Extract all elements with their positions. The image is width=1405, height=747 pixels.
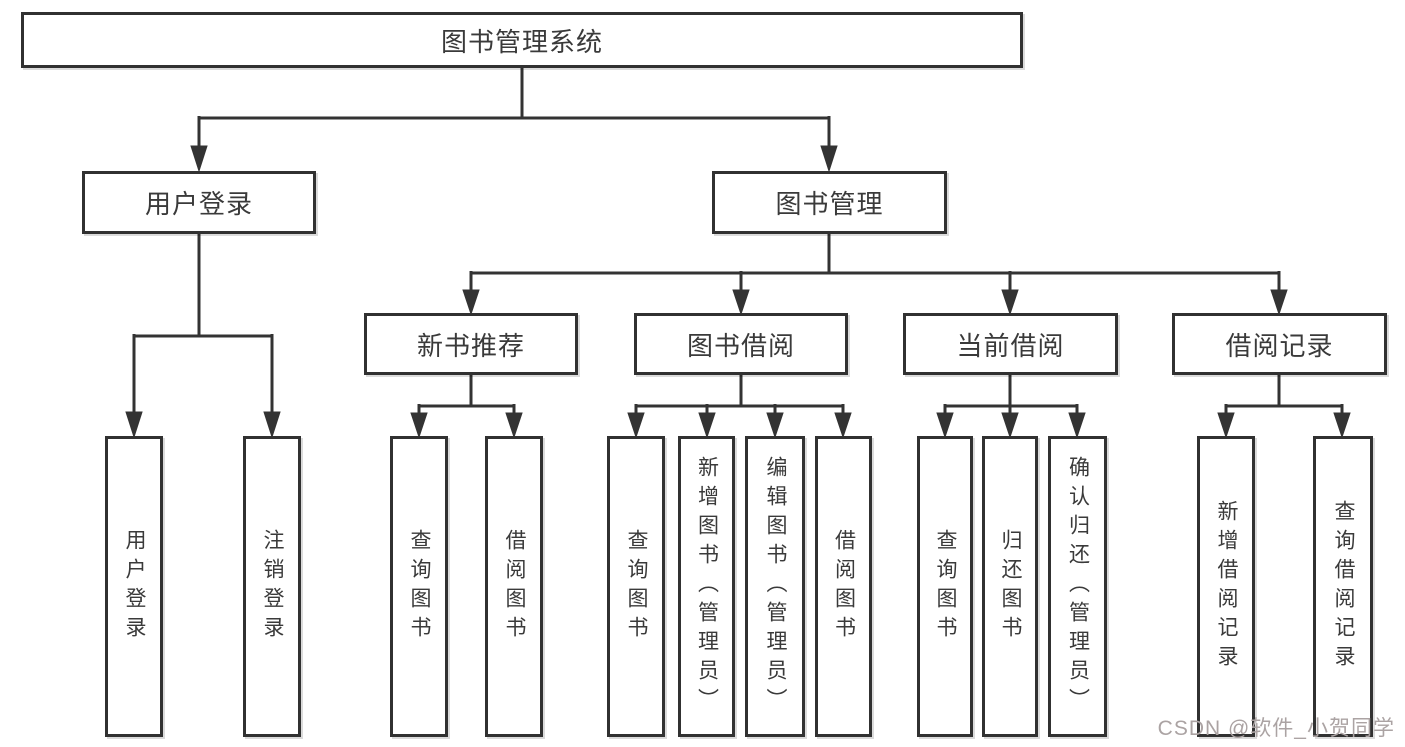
leaf-add-borrow-record: 新增借阅记录 [1197, 436, 1255, 737]
connector-user-login-split [125, 234, 281, 439]
node-book-management: 图书管理 [712, 171, 947, 234]
arrow-down-icon [820, 145, 838, 173]
node-book-management-label: 图书管理 [775, 189, 884, 219]
leaf-logout: 注销登录 [243, 436, 301, 737]
leaf-return-book: 归还图书 [982, 436, 1038, 737]
leaf-query-book-borrow: 查询图书 [607, 436, 665, 737]
arrow-down-icon [627, 412, 645, 439]
leaf-add-book-admin: 新增图书（管理员） [678, 436, 735, 737]
node-book-borrow-label: 图书借阅 [686, 330, 795, 361]
node-new-book-recommend-label: 新书推荐 [416, 330, 525, 361]
arrow-down-icon [732, 289, 750, 316]
leaf-confirm-return-admin: 确认归还（管理员） [1048, 436, 1107, 737]
arrow-down-icon [263, 411, 281, 439]
leaf-query-borrow-record-label: 查询借阅记录 [1332, 499, 1356, 674]
leaf-logout-label: 注销登录 [261, 528, 285, 645]
leaf-query-book-current: 查询图书 [917, 436, 973, 737]
arrow-down-icon [1068, 412, 1086, 439]
arrow-down-icon [698, 412, 716, 439]
arrow-down-icon [1270, 289, 1288, 316]
leaf-borrow-book-recommend-label: 借阅图书 [503, 528, 527, 645]
node-current-borrow-label: 当前借阅 [956, 330, 1065, 361]
leaf-confirm-return-admin-label: 确认归还（管理员） [1066, 456, 1090, 717]
arrow-down-icon [1217, 412, 1235, 439]
connector-new-book-split [410, 375, 523, 439]
leaf-borrow-book-recommend: 借阅图书 [485, 436, 543, 737]
leaf-query-book-current-label: 查询图书 [934, 528, 958, 645]
arrow-down-icon [410, 412, 428, 439]
leaf-user-login-label: 用户登录 [123, 528, 147, 645]
connector-book-mgmt-split [462, 234, 1288, 316]
connector-root-split [190, 68, 838, 173]
arrow-down-icon [1333, 412, 1351, 439]
connector-book-borrow-split [627, 375, 852, 439]
leaf-return-book-label: 归还图书 [999, 528, 1023, 645]
leaf-query-book-recommend: 查询图书 [390, 436, 448, 737]
node-new-book-recommend: 新书推荐 [364, 313, 578, 375]
node-root-label: 图书管理系统 [440, 26, 603, 57]
arrow-down-icon [462, 289, 480, 316]
arrow-down-icon [936, 412, 954, 439]
arrow-down-icon [1001, 289, 1019, 316]
leaf-borrow-book-label: 借阅图书 [832, 528, 856, 645]
node-borrow-records: 借阅记录 [1172, 313, 1387, 375]
leaf-query-book-borrow-label: 查询图书 [625, 528, 649, 645]
arrow-down-icon [766, 412, 784, 439]
leaf-add-book-admin-label: 新增图书（管理员） [695, 456, 719, 717]
arrow-down-icon [834, 412, 852, 439]
node-current-borrow: 当前借阅 [903, 313, 1118, 375]
node-user-login: 用户登录 [82, 171, 316, 234]
node-borrow-records-label: 借阅记录 [1225, 330, 1334, 361]
node-user-login-label: 用户登录 [144, 189, 253, 219]
node-root: 图书管理系统 [21, 12, 1023, 68]
leaf-user-login: 用户登录 [105, 436, 163, 737]
leaf-add-borrow-record-label: 新增借阅记录 [1215, 499, 1239, 674]
leaf-query-borrow-record: 查询借阅记录 [1313, 436, 1373, 737]
connector-current-borrow-split [936, 375, 1086, 439]
leaf-edit-book-admin: 编辑图书（管理员） [745, 436, 805, 737]
node-book-borrow: 图书借阅 [634, 313, 848, 375]
arrow-down-icon [1001, 412, 1019, 439]
arrow-down-icon [125, 411, 143, 439]
leaf-edit-book-admin-label: 编辑图书（管理员） [764, 456, 788, 717]
arrow-down-icon [190, 145, 208, 173]
arrow-down-icon [505, 412, 523, 439]
leaf-borrow-book: 借阅图书 [815, 436, 872, 737]
connector-records-split [1217, 375, 1351, 439]
watermark-text: CSDN @软件_小贺同学 [1157, 717, 1395, 740]
leaf-query-book-recommend-label: 查询图书 [408, 528, 432, 645]
